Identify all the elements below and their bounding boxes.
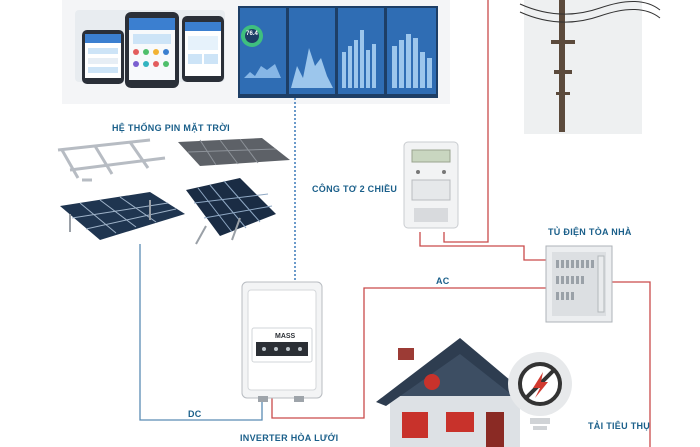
wires [139, 0, 651, 447]
building-cabinet [545, 245, 613, 323]
house [376, 338, 536, 447]
solar-system-label: HỆ THỐNG PIN MẶT TRỜI [112, 123, 230, 133]
cabinet-label: TỦ ĐIỆN TÒA NHÀ [548, 227, 632, 237]
meter-label: CÔNG TƠ 2 CHIỀU [312, 184, 398, 194]
solar-panel-top [178, 138, 290, 166]
solar-rack [57, 138, 166, 182]
inverter-brand: MASS [275, 333, 296, 340]
utility-pole [519, 0, 661, 134]
dc-label: DC [188, 409, 202, 419]
app-gauge-value: 76.4 [246, 31, 258, 37]
load-label: TẢI TIÊU THỤ [588, 421, 651, 431]
solar-panel-right [186, 178, 276, 245]
grid-tie-inverter [241, 281, 323, 402]
phone-mockups [75, 10, 225, 88]
bidirectional-meter [403, 141, 459, 229]
ac-label: AC [436, 276, 450, 286]
solar-panel-left [60, 192, 185, 240]
load-icon [508, 352, 572, 430]
inverter-label: INVERTER HÒA LƯỚI [240, 433, 339, 443]
app-screens [238, 6, 438, 98]
